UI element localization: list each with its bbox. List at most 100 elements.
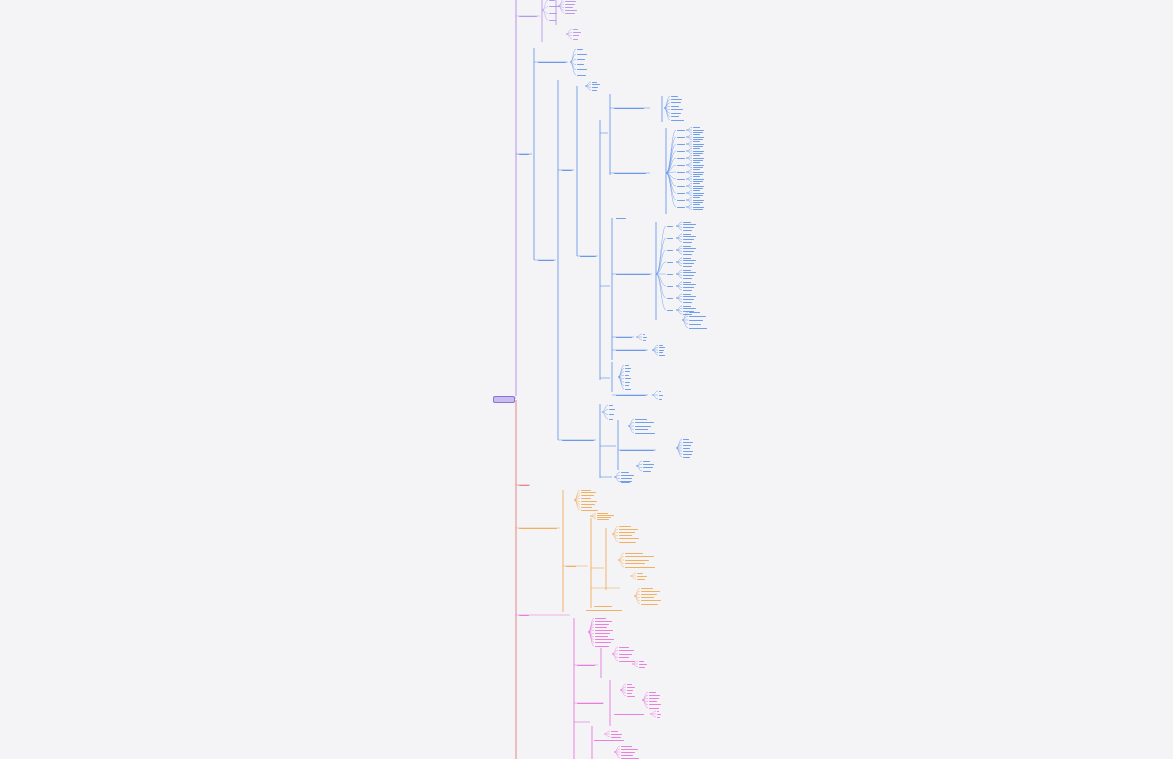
node-label[interactable] <box>671 116 680 118</box>
node-label[interactable] <box>581 500 597 502</box>
node-label[interactable] <box>635 432 655 434</box>
node-label[interactable] <box>573 28 578 30</box>
node-label[interactable] <box>597 516 612 518</box>
node-label[interactable] <box>586 609 622 611</box>
node-label[interactable] <box>562 439 594 441</box>
node-label[interactable] <box>519 15 537 17</box>
node-label[interactable] <box>693 202 703 203</box>
node-label[interactable] <box>565 1 577 3</box>
node-label[interactable] <box>683 236 697 238</box>
node-label[interactable] <box>693 176 701 177</box>
node-label[interactable] <box>693 188 703 189</box>
node-label[interactable] <box>595 633 611 635</box>
node-label[interactable] <box>625 563 645 564</box>
node-label[interactable] <box>621 474 635 476</box>
node-label[interactable] <box>683 226 695 228</box>
node-label[interactable] <box>621 751 636 753</box>
node-label[interactable] <box>594 605 612 607</box>
node-label[interactable] <box>616 273 650 275</box>
node-label[interactable] <box>619 525 631 527</box>
node-label[interactable] <box>625 556 654 557</box>
node-label[interactable] <box>683 286 695 288</box>
node-label[interactable] <box>677 206 685 208</box>
node-label[interactable] <box>693 197 701 198</box>
node-label[interactable] <box>549 0 555 1</box>
node-label[interactable] <box>693 178 705 180</box>
node-label[interactable] <box>683 253 693 255</box>
node-label[interactable] <box>597 518 609 520</box>
node-label[interactable] <box>671 95 679 97</box>
node-label[interactable] <box>683 229 693 231</box>
node-label[interactable] <box>693 209 703 210</box>
node-label[interactable] <box>677 129 685 131</box>
node-label[interactable] <box>683 444 691 446</box>
node-label[interactable] <box>683 274 695 276</box>
node-label[interactable] <box>595 636 608 638</box>
node-label[interactable] <box>619 660 635 662</box>
node-label[interactable] <box>580 255 596 257</box>
node-label[interactable] <box>619 538 639 540</box>
node-label[interactable] <box>659 394 663 396</box>
node-label[interactable] <box>581 489 591 491</box>
node-label[interactable] <box>693 127 701 128</box>
root-node[interactable] <box>493 396 515 403</box>
node-label[interactable] <box>683 298 695 300</box>
node-label[interactable] <box>641 590 660 592</box>
node-label[interactable] <box>659 349 664 351</box>
node-label[interactable] <box>689 311 700 313</box>
node-label[interactable] <box>693 164 705 166</box>
node-label[interactable] <box>683 221 692 223</box>
node-label[interactable] <box>671 105 679 107</box>
node-label[interactable] <box>693 206 705 208</box>
node-label[interactable] <box>693 148 701 149</box>
node-label[interactable] <box>566 565 576 567</box>
node-label[interactable] <box>595 639 614 641</box>
node-label[interactable] <box>595 645 609 647</box>
node-label[interactable] <box>594 739 624 741</box>
node-label[interactable] <box>619 541 636 543</box>
node-label[interactable] <box>683 310 695 312</box>
node-label[interactable] <box>519 153 529 155</box>
node-label[interactable] <box>616 349 646 351</box>
node-label[interactable] <box>597 514 615 516</box>
node-label[interactable] <box>641 593 657 595</box>
node-label[interactable] <box>581 492 597 494</box>
node-label[interactable] <box>671 109 683 111</box>
node-label[interactable] <box>549 12 557 14</box>
node-label[interactable] <box>619 646 629 648</box>
node-label[interactable] <box>577 48 583 50</box>
node-label[interactable] <box>565 9 577 11</box>
node-label[interactable] <box>635 418 647 420</box>
node-label[interactable] <box>643 460 651 462</box>
node-label[interactable] <box>693 134 701 135</box>
node-label[interactable] <box>659 344 663 346</box>
node-label[interactable] <box>625 367 631 369</box>
node-label[interactable] <box>641 603 658 605</box>
node-label[interactable] <box>519 527 557 529</box>
node-label[interactable] <box>683 224 697 226</box>
node-label[interactable] <box>659 398 663 400</box>
node-label[interactable] <box>625 566 655 568</box>
node-label[interactable] <box>625 388 632 390</box>
node-label[interactable] <box>659 347 665 348</box>
node-label[interactable] <box>637 575 647 577</box>
node-label[interactable] <box>649 691 657 693</box>
node-label[interactable] <box>649 694 661 696</box>
node-label[interactable] <box>619 528 638 530</box>
node-label[interactable] <box>639 663 647 665</box>
node-label[interactable] <box>620 480 632 482</box>
node-label[interactable] <box>562 169 572 171</box>
node-label[interactable] <box>627 692 633 694</box>
node-label[interactable] <box>677 199 685 201</box>
node-label[interactable] <box>577 702 603 704</box>
node-label[interactable] <box>677 157 685 159</box>
node-label[interactable] <box>683 441 693 443</box>
node-label[interactable] <box>627 683 632 685</box>
node-label[interactable] <box>689 327 707 329</box>
node-label[interactable] <box>592 89 598 91</box>
node-label[interactable] <box>565 12 576 14</box>
node-label[interactable] <box>693 155 701 156</box>
node-label[interactable] <box>614 107 644 109</box>
node-label[interactable] <box>643 463 655 465</box>
